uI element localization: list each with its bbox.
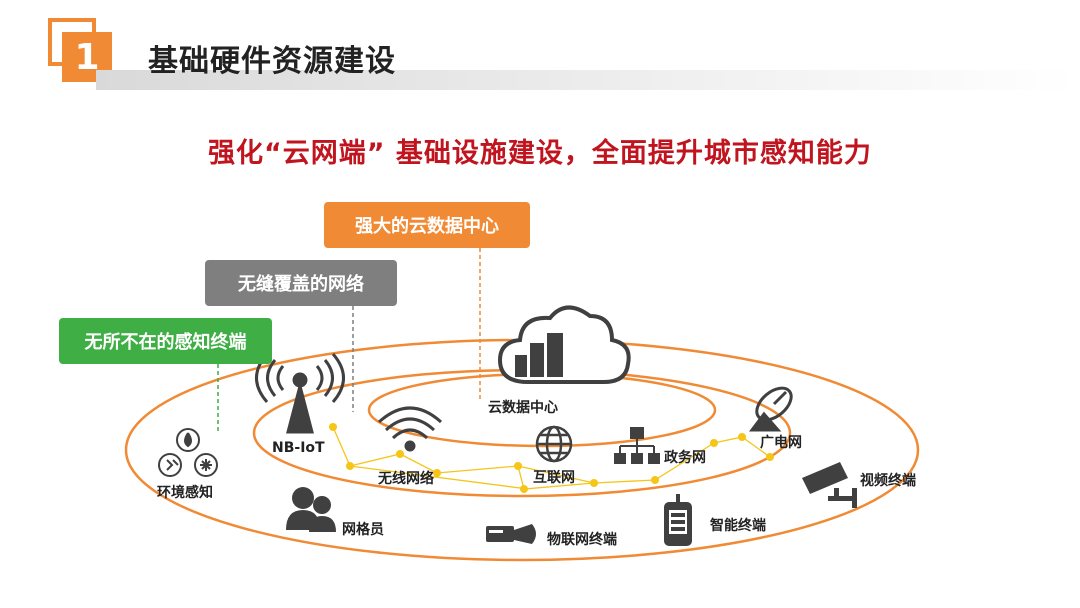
subtitle: 强化“云网端” 基础设施建设，全面提升城市感知能力 [208, 138, 872, 169]
smart-terminal-icon [664, 494, 692, 546]
title-underline-bar [96, 70, 1076, 90]
wifi-icon [377, 406, 443, 452]
label-wireless: 无线网络 [378, 471, 434, 487]
label-nbiot: NB-IoT [272, 440, 325, 456]
label-grid-staff: 网格员 [342, 522, 384, 538]
network-nodes [329, 423, 774, 493]
card-reader-icon [486, 524, 536, 544]
label-video-terminal: 视频终端 [860, 473, 916, 489]
label-gov-net: 政务网 [664, 450, 706, 466]
tag-network-coverage: 无缝覆盖的网络 [205, 260, 397, 306]
label-internet: 互联网 [533, 470, 575, 486]
environment-icon [158, 428, 218, 477]
label-smart-terminal: 智能终端 [710, 518, 766, 534]
grid-staff-icon [286, 487, 336, 532]
label-environment: 环境感知 [157, 485, 213, 501]
section-number: 1 [62, 32, 112, 82]
tag-cloud-datacenter: 强大的云数据中心 [324, 202, 530, 248]
label-cloud-center: 云数据中心 [488, 400, 558, 416]
cctv-camera-icon [802, 462, 857, 508]
satellite-dish-icon [749, 386, 793, 432]
tower-icon [255, 353, 345, 434]
middle-ring [252, 368, 792, 498]
org-chart-icon [614, 427, 660, 464]
page-title: 基础硬件资源建设 [148, 44, 396, 79]
globe-icon [535, 425, 573, 463]
label-broadcast: 广电网 [760, 435, 802, 451]
tag-sensing-terminal: 无所不在的感知终端 [59, 318, 272, 364]
label-iot-terminal: 物联网终端 [547, 532, 617, 548]
building-icon [515, 333, 563, 377]
